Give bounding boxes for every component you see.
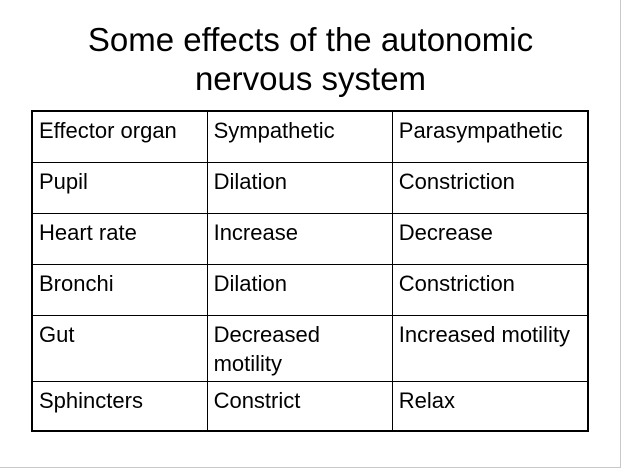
table-cell: Constriction [391,263,589,316]
table-cell: Constrict [206,380,393,432]
table-cell: Pupil [31,161,208,214]
header-cell-sympathetic: Sympathetic [206,110,393,163]
table-cell: Decreased motility [206,314,393,382]
table-row: Gut Decreased motility Increased motilit… [31,314,589,382]
table-cell: Decrease [391,212,589,265]
header-cell-parasympathetic: Parasympathetic [391,110,589,163]
slide-title: Some effects of the autonomic nervous sy… [0,20,621,98]
slide-title-line-1: Some effects of the autonomic [87,21,534,58]
table-cell: Gut [31,314,208,382]
table-cell: Sphincters [31,380,208,432]
table-row: Sphincters Constrict Relax [31,380,589,432]
table-cell: Increase [206,212,393,265]
table-cell: Heart rate [31,212,208,265]
table-header-row: Effector organ Sympathetic Parasympathet… [31,110,589,163]
table-row: Bronchi Dilation Constriction [31,263,589,316]
table-row: Pupil Dilation Constriction [31,161,589,214]
table-cell: Increased motility [391,314,589,382]
table-row: Heart rate Increase Decrease [31,212,589,265]
table-cell: Bronchi [31,263,208,316]
table-cell: Dilation [206,161,393,214]
table-cell: Relax [391,380,589,432]
slide-title-line-2: nervous system [194,60,427,97]
header-cell-effector-organ: Effector organ [31,110,208,163]
table-cell: Constriction [391,161,589,214]
effects-table: Effector organ Sympathetic Parasympathet… [31,110,589,432]
table-cell: Dilation [206,263,393,316]
